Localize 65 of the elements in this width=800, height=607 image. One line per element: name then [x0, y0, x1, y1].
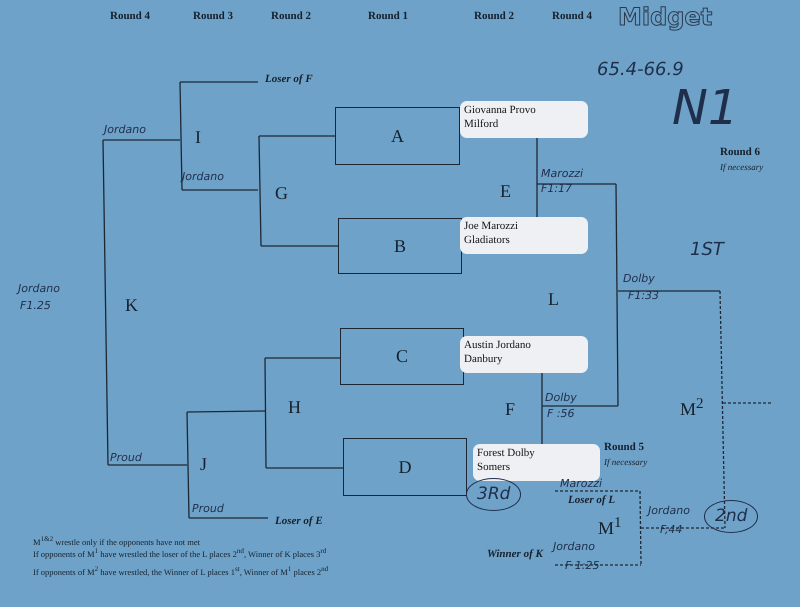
- team-name: Somers: [477, 460, 510, 475]
- handwritten-note: F1.25: [20, 300, 51, 312]
- column-heading: Round 5: [604, 441, 644, 454]
- wrestler-name: Austin Jordano: [464, 338, 531, 352]
- match-letter: M$^{2}$: [680, 396, 704, 420]
- handwritten-note: Proud: [192, 503, 224, 516]
- handwritten-note: Jordano: [648, 505, 690, 518]
- match-letter: M$^{1}$: [598, 515, 622, 539]
- footnote: If opponents of M$^{2}$ have wrestled, the Winner of L places 1$^{st}$, Winner of M$^{1}$ places 2$^{nd}$: [33, 566, 328, 578]
- handwritten-note: 1ST: [690, 240, 724, 260]
- footnote: M$^{1&2}$ wrestle only if the opponents have not met: [33, 536, 200, 548]
- match-letter: E: [500, 182, 511, 202]
- wrestler-name: Joe Marozzi: [464, 219, 518, 234]
- team-name: Milford: [464, 117, 498, 132]
- footnote: If opponents of M$^{1}$ have wrestled the loser of the L places 2$^{nd}$, Winner of K places 3$^{rd}$: [33, 548, 326, 560]
- column-heading: Round 2: [474, 10, 514, 22]
- match-letter: D: [398, 456, 412, 478]
- column-heading: Round 4: [110, 10, 150, 22]
- name-label: [460, 217, 588, 254]
- team-name: Danbury: [464, 352, 502, 367]
- match-box: [338, 218, 462, 274]
- circled-handwritten-note: 2nd: [704, 500, 758, 533]
- column-heading: Round 4: [552, 10, 592, 22]
- name-label: [460, 336, 588, 373]
- column-heading: Round 3: [193, 10, 234, 22]
- match-letter: B: [394, 236, 406, 256]
- handwritten-note: Jordano: [104, 124, 146, 136]
- match-box: [343, 438, 467, 496]
- handwritten-note: 65.4-66.9: [597, 60, 684, 80]
- match-box: [335, 107, 460, 165]
- handwritten-note: F,44: [660, 524, 682, 536]
- handwritten-note: F1:33: [628, 290, 660, 302]
- match-letter: L: [548, 290, 559, 310]
- match-letter: I: [195, 128, 201, 148]
- bracket-note: If necessary: [720, 163, 764, 173]
- wrestler-name: Giovanna Provo: [464, 103, 536, 118]
- column-heading: Round 2: [271, 10, 312, 22]
- handwritten-note: Marozzi: [560, 478, 602, 490]
- match-letter: F: [505, 400, 516, 420]
- handwritten-note: F :56: [547, 408, 575, 420]
- handwritten-note: Jordano: [18, 283, 60, 296]
- name-label: [460, 101, 588, 138]
- handwritten-note: Proud: [110, 452, 142, 464]
- column-heading: Round 1: [368, 10, 408, 22]
- team-name: Gladiators: [464, 233, 510, 248]
- match-letter: H: [288, 398, 301, 418]
- match-letter: G: [275, 184, 288, 204]
- bracket-note: Winner of K: [487, 548, 543, 560]
- column-heading: Round 6: [720, 146, 760, 158]
- handwritten-note: Dolby: [545, 392, 577, 404]
- handwritten-note: N1: [672, 82, 738, 135]
- circled-handwritten-note: 3Rd: [466, 478, 522, 511]
- match-letter: K: [125, 296, 138, 316]
- handwritten-note: Jordano: [553, 541, 595, 554]
- match-letter: C: [396, 346, 408, 367]
- wrestler-name: Forest Dolby: [477, 446, 535, 460]
- bracket-note: Loser of F: [265, 73, 313, 86]
- handwritten-note: Dolby: [623, 273, 655, 286]
- bracket-note: Loser of L: [568, 494, 616, 506]
- handwritten-note: F1:17: [541, 183, 572, 196]
- match-letter: A: [391, 126, 404, 146]
- match-letter: J: [200, 455, 208, 475]
- handwritten-note: Marozzi: [541, 168, 584, 180]
- bracket-note: Loser of E: [275, 515, 323, 528]
- title-text: Midget: [618, 4, 712, 30]
